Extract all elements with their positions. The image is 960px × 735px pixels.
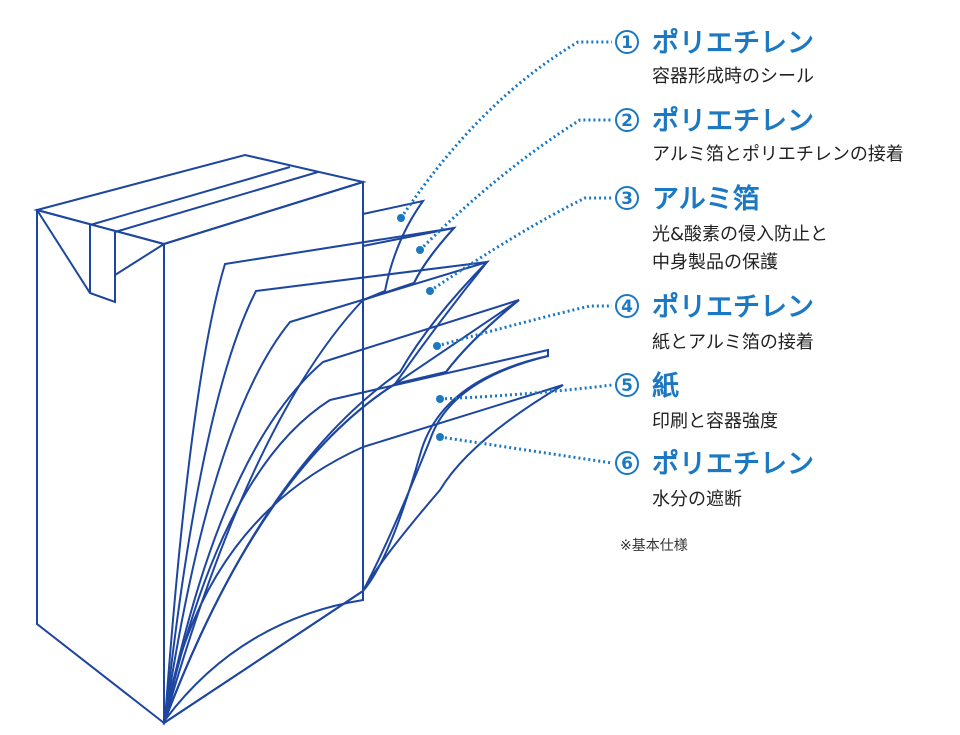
- leader-line-1: [399, 40, 612, 219]
- leader-line-3: [429, 196, 612, 293]
- layer-desc: アルミ箔とポリエチレンの接着: [652, 144, 904, 165]
- layer-name: アルミ箔: [652, 183, 760, 215]
- carton-flap: [36, 209, 116, 304]
- layer-name: ポリエチレン: [652, 449, 814, 480]
- leader-dot-6: [436, 433, 444, 441]
- number-badge: [615, 451, 639, 475]
- number-badge: [615, 108, 639, 132]
- carton-top-stripe: [114, 171, 319, 233]
- carton-top-stripe: [89, 166, 291, 226]
- layer-number: 6: [621, 454, 633, 474]
- layer-label-2: 2 ポリエチレン アルミ箔とポリエチレンの接着: [615, 106, 904, 165]
- layer-name: ポリエチレン: [652, 292, 814, 323]
- carton-top-face: [33, 153, 367, 246]
- number-badge: [615, 294, 639, 318]
- layer-desc: 紙とアルミ箔の接着: [652, 332, 814, 353]
- layer-name: ポリエチレン: [652, 106, 814, 137]
- footnote: ※基本仕様: [620, 537, 688, 554]
- layer-number: 3: [621, 189, 633, 209]
- layer-label-6: 6 ポリエチレン 水分の遮断: [615, 449, 814, 510]
- leader-line-4: [436, 304, 612, 348]
- layer-2-sheet: [164, 226, 457, 721]
- layer-desc: 水分の遮断: [652, 489, 742, 510]
- layer-7-curve: [362, 355, 549, 592]
- number-badge: [615, 373, 639, 397]
- leader-dot-4: [433, 342, 441, 350]
- layer-label-3: 3 アルミ箔 光&酸素の侵入防止と 中身製品の保護: [615, 183, 828, 273]
- layer-name: ポリエチレン: [652, 28, 814, 59]
- layer-number: 2: [621, 111, 633, 131]
- layer-7-sheet: [162, 384, 564, 726]
- layer-label-5: 5 紙 印刷と容器強度: [615, 370, 778, 432]
- number-badge: [615, 186, 639, 210]
- layer-1-sheet: [362, 199, 426, 302]
- leaders: [397, 40, 613, 465]
- layer-name: 紙: [652, 370, 679, 402]
- layer-5-flap: [394, 299, 520, 385]
- carton-flap-fold: [114, 243, 165, 276]
- layer-desc: 光&酸素の侵入防止と: [652, 224, 828, 245]
- layer-number: 4: [621, 297, 633, 317]
- layer-desc: 中身製品の保護: [652, 252, 778, 273]
- leader-line-2: [418, 118, 612, 252]
- layer-number: 1: [621, 33, 633, 53]
- carton-left-face: [36, 208, 165, 726]
- peeled-layers: [162, 199, 564, 726]
- layer-label-4: 4 ポリエチレン 紙とアルミ箔の接着: [615, 292, 814, 353]
- leader-line-5: [439, 383, 613, 401]
- leader-line-6: [439, 435, 613, 465]
- leader-dot-5: [436, 395, 444, 403]
- layer-desc: 容器形成時のシール: [652, 66, 814, 87]
- leader-dot-1: [397, 214, 405, 222]
- number-badge: [615, 30, 639, 54]
- layer-5-sheet: [164, 299, 520, 721]
- layer-2-flap: [362, 226, 457, 302]
- leader-dot-3: [426, 287, 434, 295]
- layer-6-paper: [164, 348, 549, 721]
- layer-label-1: 1 ポリエチレン 容器形成時のシール: [615, 28, 814, 87]
- layer-desc: 印刷と容器強度: [652, 411, 778, 432]
- leader-dot-2: [416, 246, 424, 254]
- layer-number: 5: [621, 376, 633, 396]
